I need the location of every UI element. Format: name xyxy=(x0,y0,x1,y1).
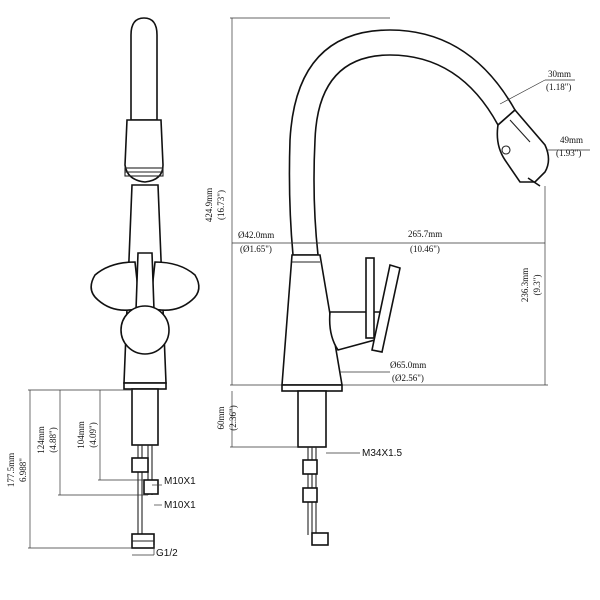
thread-hose-2-label: M10X1 xyxy=(164,500,196,511)
spout-width-mm: 30mm xyxy=(548,69,571,79)
base-dia-in: (Ø2.56") xyxy=(392,373,424,383)
reach-in: (10.46") xyxy=(410,244,440,254)
side-hose-fitting-a xyxy=(302,459,318,475)
total-hose-mm: 177.5mm xyxy=(6,453,16,487)
front-handle-stem xyxy=(135,252,155,311)
body-dia-in: (Ø1.65") xyxy=(240,244,272,254)
spout-height-in: (9.3") xyxy=(532,275,542,296)
shank-mm: 60mm xyxy=(216,406,226,429)
front-lever-left xyxy=(90,261,141,311)
side-view xyxy=(230,17,590,546)
side-base xyxy=(281,384,343,392)
front-view xyxy=(28,17,200,556)
front-hose-nut-upper xyxy=(143,479,159,495)
front-lever-right xyxy=(149,261,200,311)
thread-hose-1-label: M10X1 xyxy=(164,476,196,487)
hose-a-in: (4.88") xyxy=(48,427,58,452)
hose-b-in: (4.09") xyxy=(88,422,98,447)
side-shank xyxy=(297,390,327,448)
side-spray-button xyxy=(501,145,511,155)
side-hose-fitting-b xyxy=(302,487,318,503)
side-inlet-fitting xyxy=(311,532,329,546)
front-base xyxy=(123,382,167,390)
base-dia-mm: Ø65.0mm xyxy=(390,360,426,370)
spout-width-in: (1.18") xyxy=(546,82,571,92)
side-handle-lever-b xyxy=(371,263,401,353)
height-in: (16.73") xyxy=(216,190,226,220)
height-mm: 424.9mm xyxy=(204,188,214,222)
reach-mm: 265.7mm xyxy=(408,229,442,239)
thread-main-label: M34X1.5 xyxy=(362,448,402,459)
front-shank xyxy=(131,388,159,446)
shank-in: (2.36") xyxy=(228,405,238,430)
front-handle-knob xyxy=(120,305,170,355)
side-handle-lever-a xyxy=(365,257,375,339)
thread-inlet-label: G1/2 xyxy=(156,548,178,559)
spout-height-mm: 236.3mm xyxy=(520,268,530,302)
total-hose-in: 6.988" xyxy=(18,458,28,482)
head-width-mm: 49mm xyxy=(560,135,583,145)
head-width-in: (1.93") xyxy=(556,148,581,158)
body-dia-mm: Ø42.0mm xyxy=(238,230,274,240)
front-spray-head xyxy=(124,119,164,183)
front-hose-fitting-a xyxy=(131,457,149,473)
hose-a-mm: 124mm xyxy=(36,426,46,454)
front-spout-tube xyxy=(130,17,158,121)
hose-b-mm: 104mm xyxy=(76,421,86,449)
side-gooseneck-spout xyxy=(288,29,517,256)
side-spray-head xyxy=(496,108,550,183)
